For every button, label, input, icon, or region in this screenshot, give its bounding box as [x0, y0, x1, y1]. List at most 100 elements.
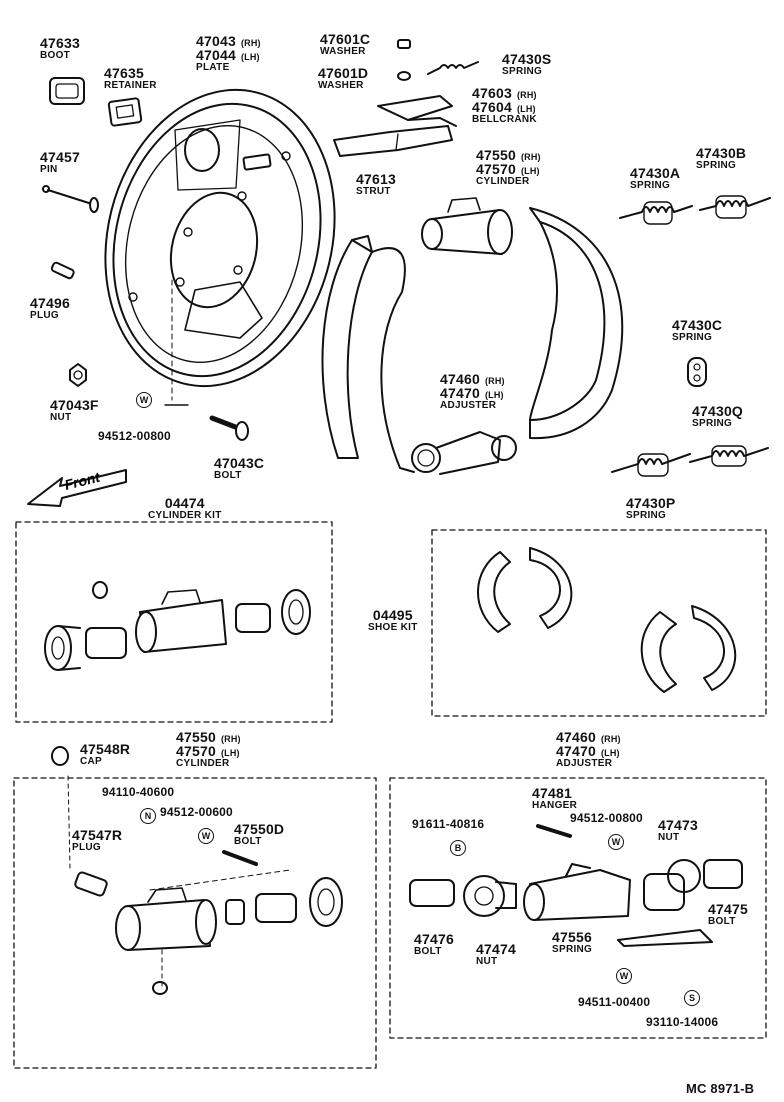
callout-cylinder-top: 47550(RH)47570(LH)CYLINDER: [476, 148, 541, 187]
part-number-text: 47548R: [80, 741, 131, 757]
part-number-text: 04474: [164, 495, 205, 511]
part-number-text: 47430B: [696, 145, 747, 161]
side-indicator: (LH): [516, 104, 536, 114]
callout-adjuster-bottom: 47460(RH)47470(LH)ADJUSTER: [556, 730, 621, 769]
part-number-text: 47613: [356, 171, 396, 187]
part-number-text: 47043C: [214, 455, 265, 471]
std-part-std-94512-b: 94512-00600: [160, 805, 233, 819]
pin-47457: [42, 185, 99, 213]
part-name: NUT: [476, 956, 498, 967]
part-name: SPRING: [672, 332, 713, 343]
part-number: 47550 (RH): [476, 148, 541, 162]
side-indicator: (LH): [600, 748, 620, 758]
cylinder-detail-box: [13, 777, 377, 1069]
part-number-text: 47635: [104, 65, 144, 81]
part-number: 04474: [148, 496, 222, 510]
part-number-text: 47043: [196, 33, 236, 49]
part-name: NUT: [658, 832, 680, 843]
part-name: ADJUSTER: [556, 758, 613, 769]
side-indicator: (LH): [520, 166, 540, 176]
part-number-text: 47457: [40, 149, 80, 165]
part-number: 47430P: [626, 496, 675, 510]
side-indicator: (RH): [220, 734, 241, 744]
std-part-std-94512-c: 94512-00800: [570, 811, 643, 825]
spring-47430q: [689, 445, 769, 467]
part-name: PLUG: [72, 842, 101, 853]
part-number: 47044(LH): [196, 48, 261, 62]
part-number: 47430B: [696, 146, 746, 160]
part-name: WASHER: [318, 80, 364, 91]
part-number-text: 47601D: [318, 65, 369, 81]
part-number: 47548R: [80, 742, 130, 756]
washer-47601d: [397, 71, 411, 81]
callout-plate: 47043 (RH)47044(LH)PLATE: [196, 34, 261, 73]
part-number: 47043C: [214, 456, 264, 470]
part-name: BOLT: [708, 916, 736, 927]
part-number: 47473: [658, 818, 698, 832]
backing-plate: [104, 88, 336, 406]
shoe-kit-parts: [477, 547, 737, 693]
part-number-text: 47570: [476, 161, 516, 177]
part-name: SPRING: [630, 180, 671, 191]
part-number-text: 47550: [476, 147, 516, 163]
part-number: 47043F: [50, 398, 99, 412]
plug-47496: [50, 261, 75, 280]
part-name: SPRING: [696, 160, 737, 171]
part-number-text: 47430P: [626, 495, 676, 511]
part-name: PLUG: [30, 310, 59, 321]
part-number: 47601C: [320, 32, 370, 46]
part-number-text: 47430A: [630, 165, 681, 181]
std-part-std-93110: 93110-14006: [646, 1015, 719, 1029]
part-name: CYLINDER: [176, 758, 230, 769]
part-number: 47457: [40, 150, 80, 164]
part-name: SPRING: [552, 944, 593, 955]
part-number: 04495: [368, 608, 418, 622]
side-indicator: (RH): [240, 38, 261, 48]
part-number-text: 47570: [176, 743, 216, 759]
part-number: 47570(LH): [176, 744, 241, 758]
part-name: PLATE: [196, 62, 230, 73]
part-number-text: 47550: [176, 729, 216, 745]
part-number: 47043 (RH): [196, 34, 261, 48]
wheel-cylinder-top: [421, 197, 513, 255]
part-name: BELLCRANK: [472, 114, 537, 125]
part-number-text: 47474: [476, 941, 516, 957]
nut-47043f: [69, 363, 87, 387]
washer-47601c: [397, 39, 411, 49]
part-name: SPRING: [692, 418, 733, 429]
part-number: 47603(RH): [472, 86, 537, 100]
part-number-text: 47043F: [50, 397, 99, 413]
part-number: 47547R: [72, 828, 122, 842]
std-symbol-w: W: [608, 834, 624, 850]
spring-47430b: [699, 195, 771, 219]
part-number-text: 47044: [196, 47, 236, 63]
part-name: SHOE KIT: [368, 622, 418, 633]
bellcrank-47603: [377, 95, 457, 127]
part-name: BOLT: [214, 470, 242, 481]
spring-47430s: [427, 61, 479, 75]
part-name: SPRING: [626, 510, 667, 521]
side-indicator: (RH): [520, 152, 541, 162]
part-number-text: 47481: [532, 785, 572, 801]
part-number-text: 47604: [472, 99, 512, 115]
part-number: 47604 (LH): [472, 100, 537, 114]
part-number: 47613: [356, 172, 396, 186]
part-name: BOOT: [40, 50, 71, 61]
part-number: 47430S: [502, 52, 551, 66]
retainer-47635: [107, 97, 143, 127]
cylinder-kit-parts: [44, 581, 311, 671]
side-indicator: (LH): [484, 390, 504, 400]
part-name: HANGER: [532, 800, 578, 811]
part-number-text: 47470: [440, 385, 480, 401]
